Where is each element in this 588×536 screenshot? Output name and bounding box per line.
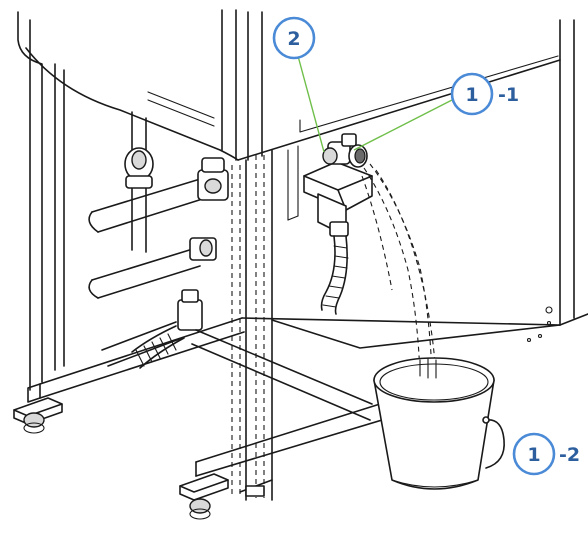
water-stream-icon bbox=[361, 163, 437, 379]
bucket-icon bbox=[373, 357, 505, 490]
callout-2: 2 bbox=[272, 16, 316, 60]
drain-hose bbox=[320, 221, 349, 315]
rear-cabinet bbox=[17, 9, 239, 391]
callout-1-1-suffix: -1 bbox=[498, 84, 519, 106]
leader-line-1-1 bbox=[353, 99, 453, 151]
front-cabinet bbox=[237, 11, 588, 501]
base-frame bbox=[13, 317, 561, 520]
hidden-pillar-lines bbox=[231, 155, 265, 498]
drain-valve-icon bbox=[303, 133, 373, 229]
callout-1-2-suffix: -2 bbox=[559, 444, 580, 466]
callout-1-1: 1 -1 bbox=[450, 72, 519, 116]
piping bbox=[88, 111, 229, 367]
callout-1-2-number: 1 bbox=[527, 444, 540, 466]
callout-1-1-number: 1 bbox=[465, 84, 478, 106]
leader-line-2 bbox=[297, 55, 325, 153]
callout-1-2: 1 -2 bbox=[512, 432, 580, 476]
callout-2-number: 2 bbox=[287, 28, 300, 50]
